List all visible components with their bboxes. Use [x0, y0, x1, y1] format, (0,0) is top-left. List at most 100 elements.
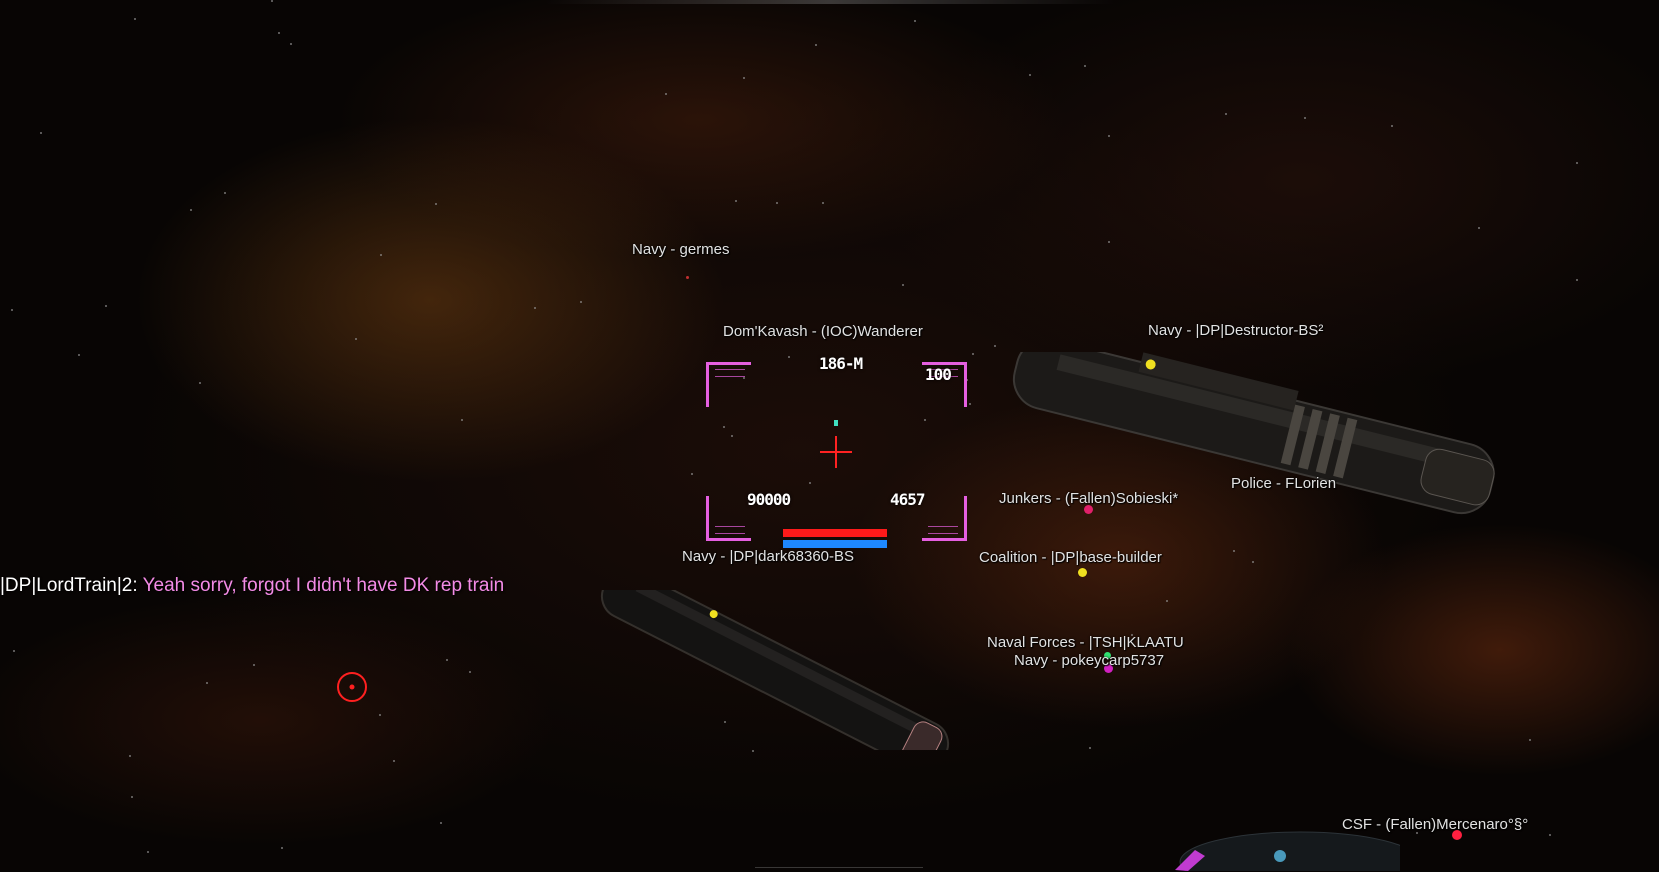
star	[1084, 65, 1086, 67]
contact-label[interactable]: Navy - |DP|dark68360-BS	[682, 548, 855, 565]
star	[1252, 561, 1254, 563]
star	[914, 20, 916, 22]
star	[691, 473, 693, 475]
star	[1416, 832, 1418, 834]
target-bracket-top-left	[706, 362, 751, 407]
star	[380, 254, 382, 256]
contact-blip[interactable]	[1104, 652, 1111, 659]
contact-label[interactable]: Police - FLorien	[1231, 475, 1337, 492]
capital-ship-left[interactable]	[575, 590, 975, 750]
star	[788, 356, 790, 358]
star	[1304, 117, 1306, 119]
target-top-right-value: 100	[925, 365, 952, 384]
star	[1029, 74, 1031, 76]
star	[278, 32, 280, 34]
star	[393, 760, 395, 762]
bottom-edge-bar	[755, 867, 923, 872]
star	[290, 43, 292, 45]
contact-label[interactable]: CSF - (Fallen)Mercenaro°§°	[1342, 816, 1529, 833]
capital-ship-right[interactable]	[985, 352, 1525, 532]
waypoint-marker-icon[interactable]	[335, 670, 369, 704]
star	[281, 847, 283, 849]
contact-label[interactable]: Dom'Kavash - (IOC)Wanderer	[723, 323, 923, 340]
star	[902, 284, 904, 286]
ship-bottom-right[interactable]	[1160, 820, 1400, 871]
chat-message: Yeah sorry, forgot I didn't have DK rep …	[142, 575, 505, 596]
star	[1123, 556, 1125, 558]
contact-label[interactable]: Junkers - (Fallen)Sobieski*	[999, 490, 1179, 507]
star	[1131, 634, 1133, 636]
star	[355, 338, 357, 340]
star	[665, 93, 667, 95]
star	[1576, 279, 1578, 281]
star	[199, 382, 201, 384]
star	[735, 200, 737, 202]
star	[752, 750, 754, 752]
target-bottom-left-value: 90000	[747, 490, 791, 509]
star	[190, 209, 192, 211]
star	[469, 671, 471, 673]
contact-blip[interactable]	[1104, 664, 1113, 673]
star	[815, 44, 817, 46]
contact-blip[interactable]	[1084, 505, 1093, 514]
star	[1549, 834, 1551, 836]
target-hull-bar	[783, 529, 887, 537]
contact-label[interactable]: Navy - germes	[632, 241, 730, 258]
crosshair-icon	[820, 436, 852, 468]
star	[972, 353, 974, 355]
top-edge-bar	[545, 0, 1115, 4]
target-shield-bar	[783, 540, 887, 548]
star	[1108, 241, 1110, 243]
contact-label[interactable]: Navy - |DP|Destructor-BS²	[1148, 322, 1324, 339]
contact-blip[interactable]	[1078, 568, 1087, 577]
star	[966, 379, 968, 381]
star	[253, 664, 255, 666]
target-bracket-bottom-left	[706, 496, 751, 541]
target-shield-fill	[783, 540, 887, 548]
contact-label[interactable]: Navy - pokeycarp5737	[1014, 652, 1165, 669]
star	[731, 435, 733, 437]
star	[446, 659, 448, 661]
star	[206, 682, 208, 684]
star	[994, 345, 996, 347]
star	[743, 77, 745, 79]
star	[723, 426, 725, 428]
target-bottom-right-value: 4657	[890, 490, 926, 509]
star	[78, 354, 80, 356]
target-bracket-bottom-right	[922, 496, 967, 541]
contact-label[interactable]: Coalition - |DP|base-builder	[979, 549, 1162, 566]
star	[271, 0, 273, 2]
star	[129, 755, 131, 757]
star	[924, 419, 926, 421]
star	[435, 203, 437, 205]
star	[1233, 550, 1235, 552]
star	[1108, 135, 1110, 137]
contact-blip[interactable]	[686, 276, 689, 279]
star	[1529, 739, 1531, 741]
star	[461, 419, 463, 421]
star	[580, 301, 582, 303]
star	[1391, 125, 1393, 127]
contact-label[interactable]: Naval Forces - |TSH|KLAATU	[987, 634, 1184, 651]
star	[379, 714, 381, 716]
star	[440, 822, 442, 824]
star	[40, 132, 42, 134]
star	[969, 403, 971, 405]
target-hull-fill	[783, 529, 887, 537]
star	[1225, 113, 1227, 115]
star	[11, 309, 13, 311]
target-ship-class: 186-M	[819, 354, 863, 373]
star	[1576, 162, 1578, 164]
star	[147, 851, 149, 853]
target-ship-marker	[834, 420, 838, 426]
chat-line: |DP|LordTrain|2: Yeah sorry, forgot I di…	[0, 575, 504, 597]
star	[13, 650, 15, 652]
star	[131, 796, 133, 798]
target-bracket-top-right	[922, 362, 967, 407]
contact-blip[interactable]	[1452, 830, 1462, 840]
chat-speaker: |DP|LordTrain|2:	[0, 575, 143, 596]
star	[1166, 600, 1168, 602]
star	[1089, 747, 1091, 749]
star	[134, 18, 136, 20]
